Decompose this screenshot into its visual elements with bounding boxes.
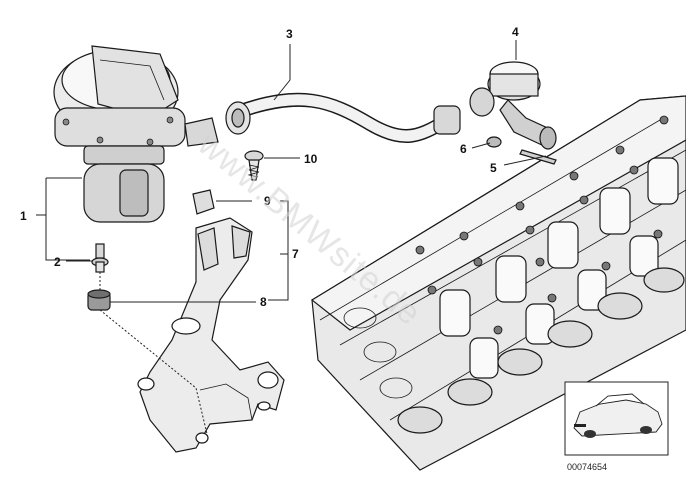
car-silhouette-icon: [573, 393, 663, 438]
stud-bolt: [91, 243, 109, 273]
callout-2: 2: [54, 255, 61, 269]
secondary-air-pump: [53, 45, 219, 223]
bracket: [137, 217, 285, 453]
callout-5: 5: [490, 161, 497, 175]
clamp: [486, 136, 502, 148]
callout-10: 10: [304, 152, 318, 166]
leader-lines: [36, 40, 547, 439]
callout-8: 8: [260, 295, 267, 309]
callout-labels: 1 2 3 4 5 6 7 8 9 10: [20, 25, 519, 309]
callout-3: 3: [286, 27, 293, 41]
callout-9: 9: [264, 194, 271, 208]
cylinder-head: [310, 95, 686, 471]
callout-7: 7: [292, 247, 299, 261]
callout-1: 1: [20, 209, 27, 223]
vehicle-thumbnail: 00074654: [564, 381, 669, 472]
rubber-mount: [87, 289, 111, 311]
screw: [244, 150, 264, 181]
clip-nut: [192, 189, 215, 215]
check-valve: [469, 61, 557, 150]
hose: [225, 92, 461, 143]
callout-6: 6: [460, 142, 467, 156]
catalog-number: 00074654: [567, 462, 607, 472]
callout-4: 4: [512, 25, 519, 39]
